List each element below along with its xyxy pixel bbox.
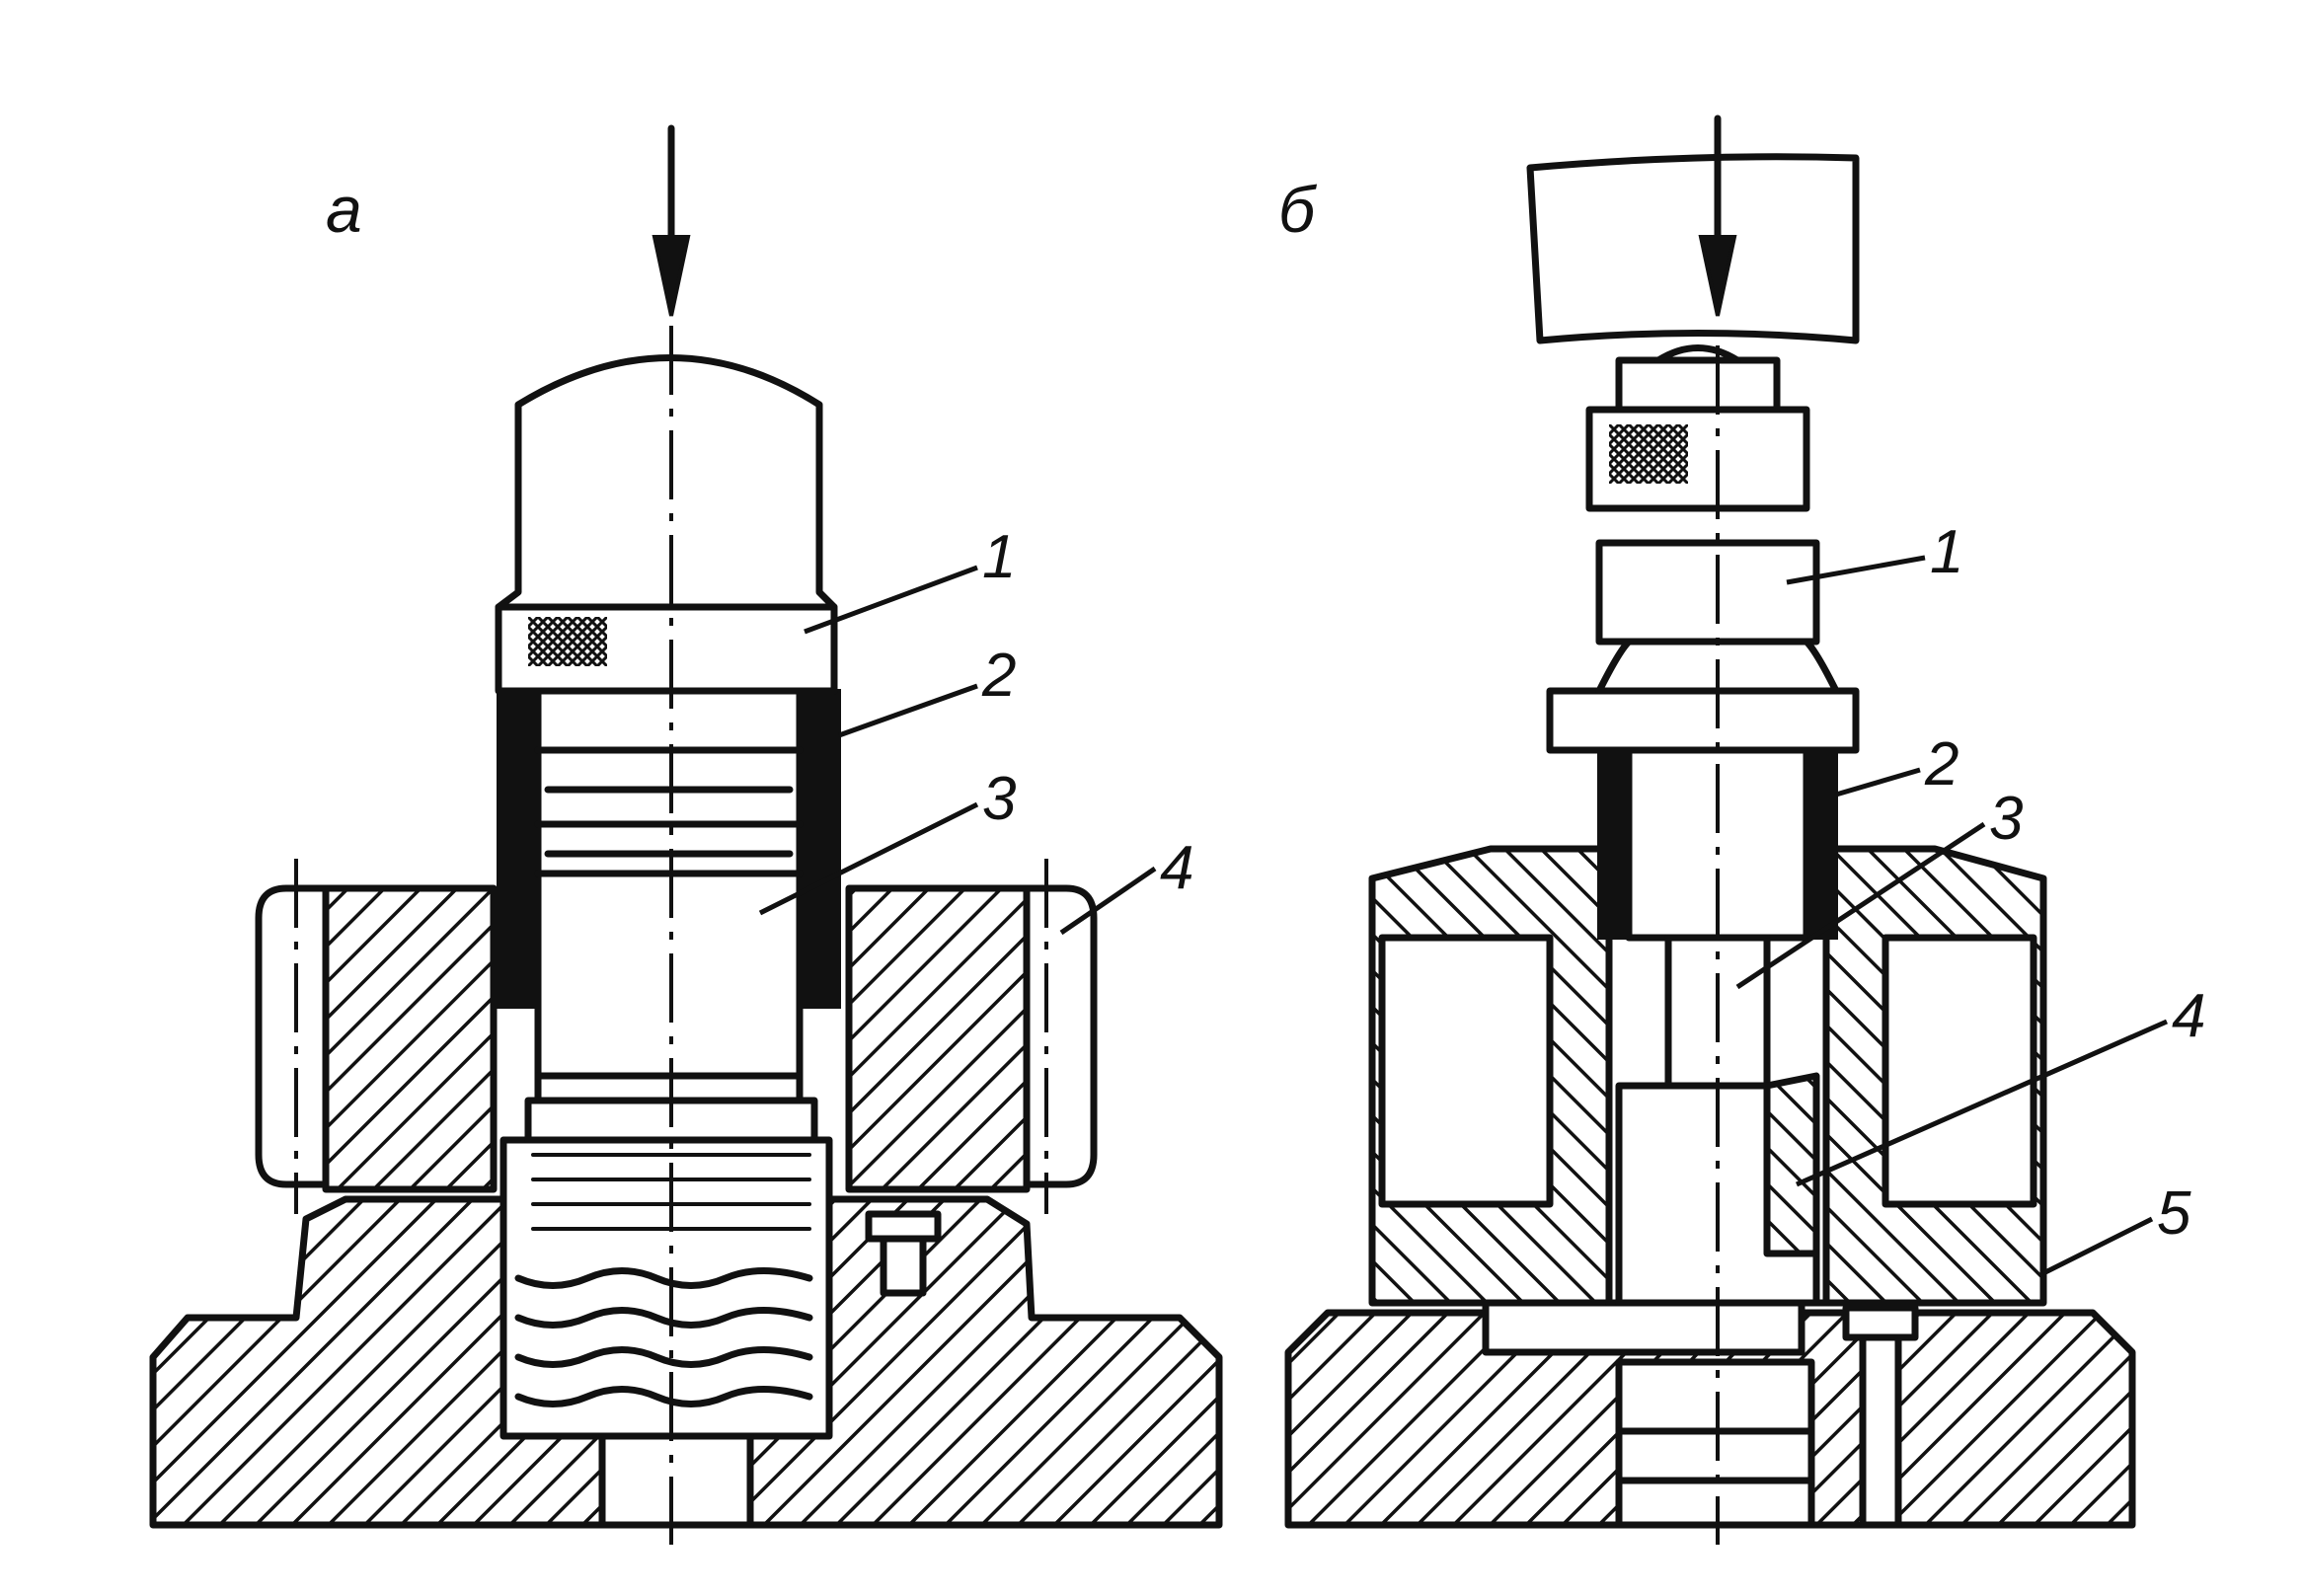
down-arrow-icon (1698, 235, 1737, 317)
panel-a-title: а (326, 173, 362, 246)
head-block-b (1595, 539, 1820, 646)
set-screw-b (1842, 1304, 1919, 1529)
knurled-grip-icon (1609, 424, 1688, 484)
panel-a: а (149, 124, 1223, 1545)
flange-block-right (845, 884, 1031, 1193)
down-arrow-icon (652, 235, 691, 317)
bushing-b-left (1597, 748, 1631, 940)
base-outlet (598, 1432, 754, 1529)
thread-spring (514, 1153, 813, 1407)
bushing-b-right (1805, 748, 1838, 940)
bushing-left-wall (497, 689, 538, 1009)
set-screw (865, 1210, 942, 1297)
label-b-5: 5 (2157, 1179, 2191, 1248)
label-a-1: 1 (982, 523, 1016, 591)
press-ram (1526, 153, 1860, 344)
base-bore-b (1615, 1358, 1815, 1529)
label-b-1: 1 (1930, 518, 1963, 586)
label-b-3: 3 (1989, 785, 2023, 853)
flange-block-left (322, 884, 498, 1193)
side-cap-left (255, 884, 330, 1188)
label-a-4: 4 (1160, 834, 1193, 902)
cavity-left (1378, 934, 1554, 1208)
side-cap-right (1023, 884, 1098, 1188)
label-a-3: 3 (982, 765, 1016, 833)
bushing-right-wall (800, 689, 841, 1009)
nut-top (1615, 356, 1781, 414)
cavity-right (1882, 934, 2037, 1208)
panel-b: б (1278, 114, 2205, 1545)
panel-b-title: б (1278, 173, 1318, 246)
label-b-2: 2 (1924, 730, 1958, 798)
nut-crown (1654, 344, 1741, 364)
knurled-grip-icon (528, 617, 607, 666)
label-a-2: 2 (981, 642, 1016, 710)
ejector-pin (1482, 1299, 1805, 1356)
flange-plate (1546, 687, 1860, 754)
label-b-4: 4 (2172, 982, 2205, 1050)
workpiece (1763, 1072, 1820, 1257)
